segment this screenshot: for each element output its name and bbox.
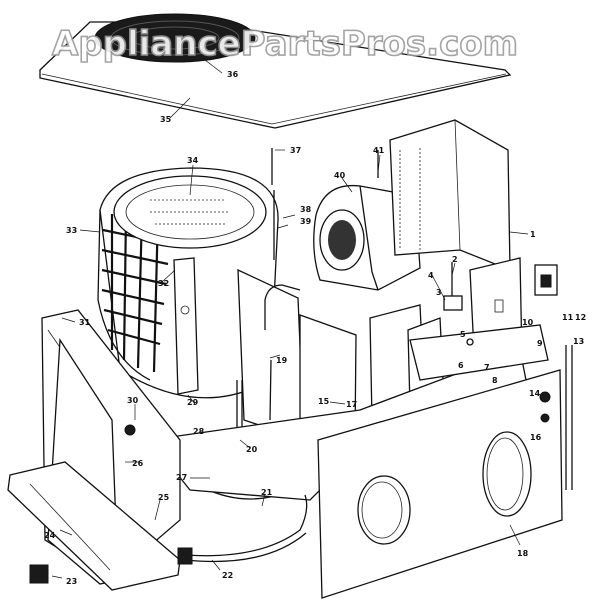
- part-label-14: 14: [529, 389, 541, 398]
- mounting-bracket[interactable]: [534, 264, 558, 296]
- part-label-12: 12: [575, 313, 586, 322]
- part-label-4: 4: [428, 271, 434, 280]
- part-label-10: 10: [522, 318, 534, 327]
- part-label-20: 20: [246, 445, 258, 454]
- front-service-panel[interactable]: [317, 369, 563, 599]
- part-label-13: 13: [573, 337, 584, 346]
- coil-top-opening[interactable]: [113, 175, 267, 249]
- part-label-37: 37: [290, 146, 301, 155]
- part-label-26: 26: [132, 459, 144, 468]
- part-label-7: 7: [484, 363, 490, 372]
- part-label-11: 11: [562, 313, 574, 322]
- base-rail[interactable]: [7, 461, 181, 591]
- part-label-41: 41: [373, 146, 385, 155]
- part-label-35: 35: [160, 115, 172, 124]
- part-label-32: 32: [158, 279, 169, 288]
- small-fittings[interactable]: [124, 148, 551, 436]
- part-label-31: 31: [79, 318, 91, 327]
- part-label-39: 39: [300, 217, 312, 226]
- part-label-5: 5: [460, 330, 466, 339]
- part-label-24: 24: [44, 531, 56, 540]
- part-label-23: 23: [66, 577, 77, 586]
- part-label-21: 21: [261, 488, 273, 497]
- watermark-text: AppliancePartsPros.com: [52, 24, 518, 64]
- part-label-1: 1: [530, 230, 536, 239]
- part-label-22: 22: [222, 571, 233, 580]
- leader-lines: [51, 59, 529, 579]
- part-label-3: 3: [436, 288, 442, 297]
- part-label-30: 30: [127, 396, 139, 405]
- part-label-34: 34: [187, 156, 199, 165]
- part-label-6: 6: [458, 361, 464, 370]
- part-number-labels: 36 35 34 37 33 38 39 40 41 1 2 3 4 5 6 7…: [44, 70, 586, 586]
- small-grille[interactable]: [29, 564, 49, 584]
- rear-access-panel[interactable]: [389, 119, 511, 271]
- part-label-15: 15: [318, 397, 330, 406]
- part-label-19: 19: [276, 356, 288, 365]
- part-label-33: 33: [66, 226, 77, 235]
- wiring-harness[interactable]: [177, 494, 308, 565]
- part-label-28: 28: [193, 427, 205, 436]
- part-label-27: 27: [176, 473, 187, 482]
- part-label-40: 40: [334, 171, 346, 180]
- part-label-29: 29: [187, 398, 199, 407]
- part-label-9: 9: [537, 339, 543, 348]
- part-label-17: 17: [346, 400, 357, 409]
- part-label-18: 18: [517, 549, 529, 558]
- part-label-16: 16: [530, 433, 542, 442]
- part-label-38: 38: [300, 205, 312, 214]
- part-label-2: 2: [452, 255, 458, 264]
- part-label-25: 25: [158, 493, 170, 502]
- side-top-rail[interactable]: [409, 324, 549, 381]
- part-label-36: 36: [227, 70, 239, 79]
- fan-motor-mount[interactable]: [173, 257, 199, 395]
- fan-grille[interactable]: [94, 13, 256, 63]
- part-label-8: 8: [492, 376, 498, 385]
- vertical-support-rod[interactable]: [565, 345, 573, 490]
